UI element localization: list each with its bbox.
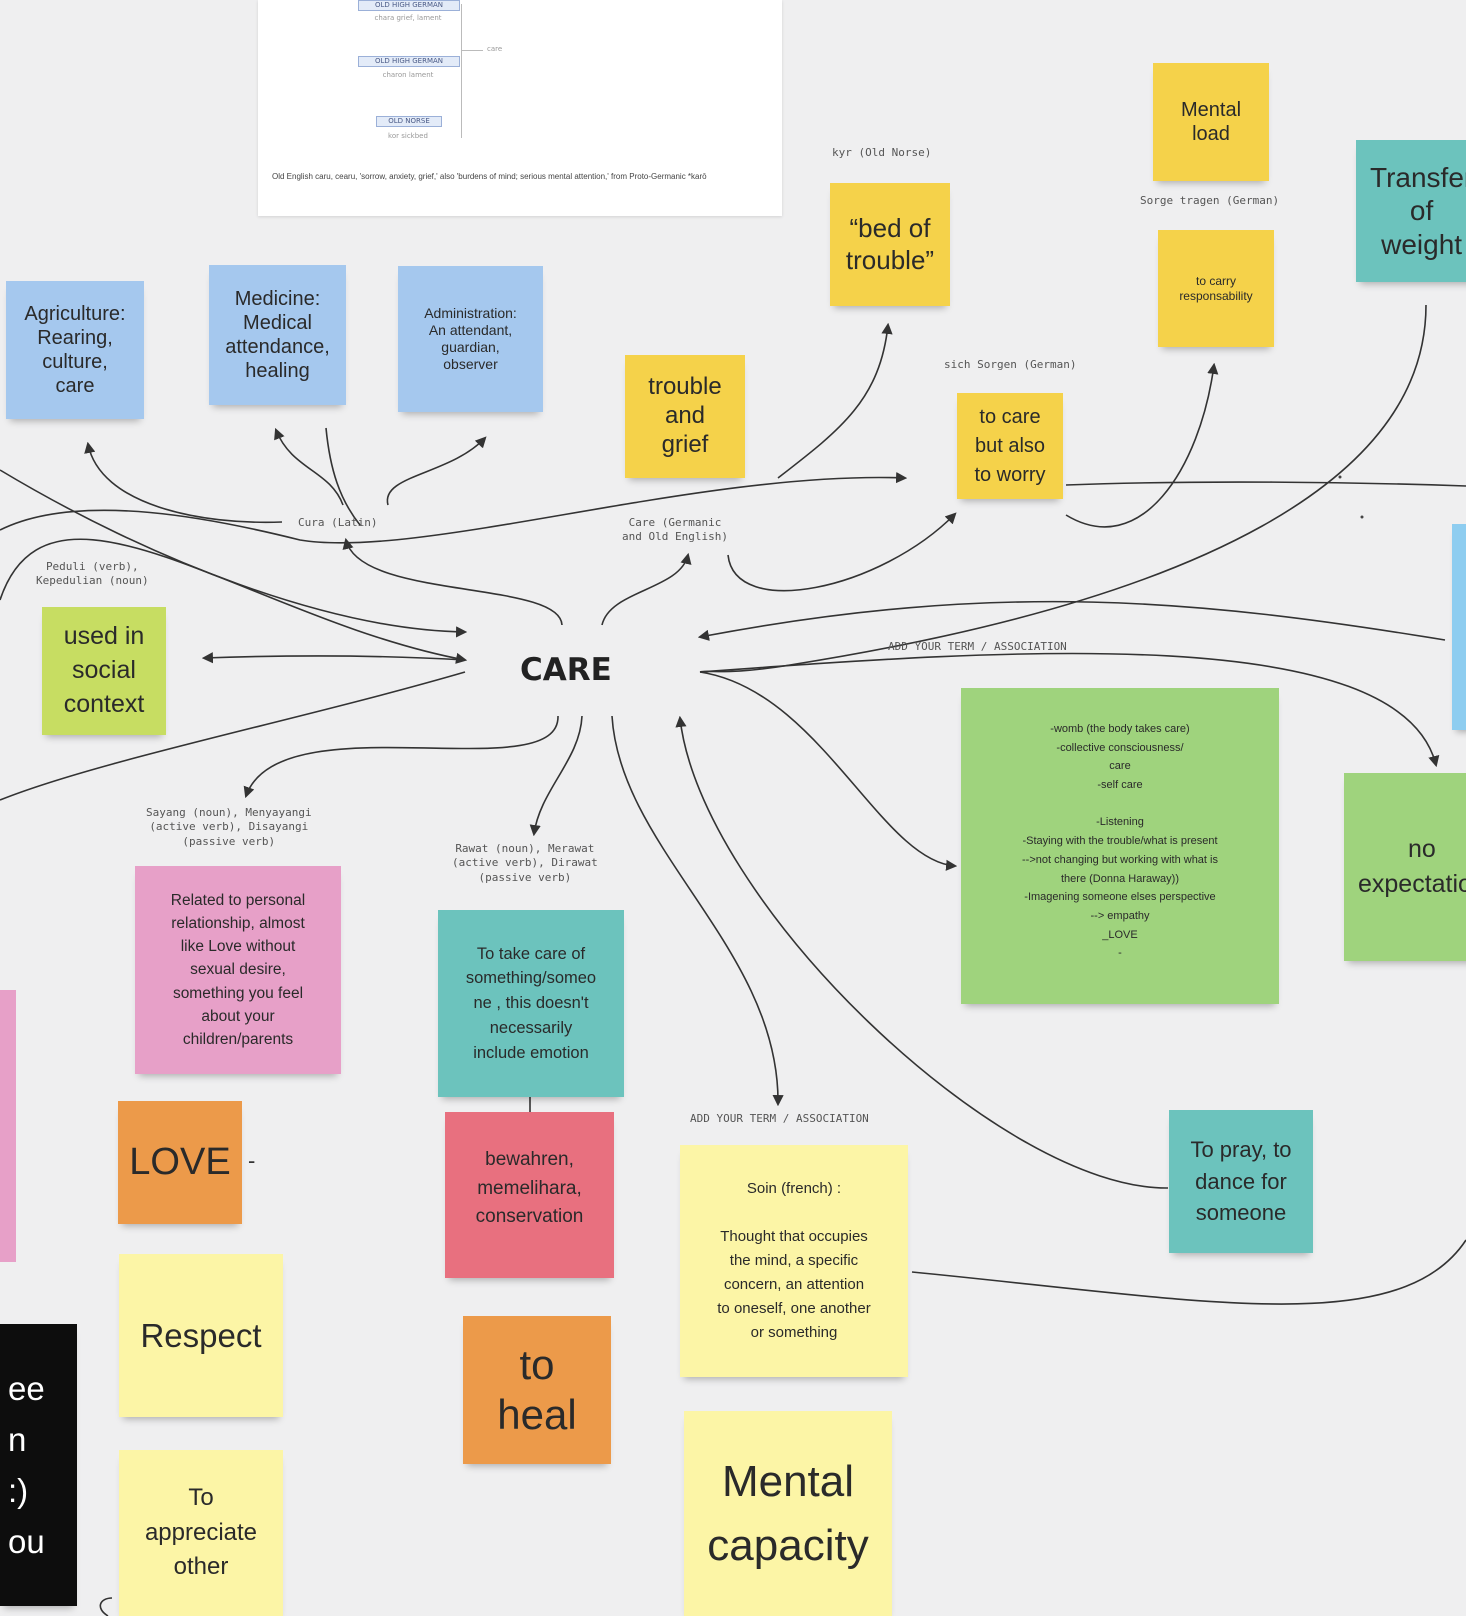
label-rawat: Rawat (noun), Merawat (active verb), Dir…	[452, 842, 598, 884]
central-term-care: CARE	[520, 652, 612, 688]
note-text: Administration: An attendant, guardian, …	[424, 305, 517, 372]
note-bewahren[interactable]: bewahren, memelihara, conservation	[445, 1112, 614, 1278]
label-add-term-right: ADD YOUR TERM / ASSOCIATION	[888, 640, 1067, 653]
note-mental-load[interactable]: Mental load	[1153, 63, 1269, 181]
note-agriculture[interactable]: Agriculture: Rearing, culture, care	[6, 281, 144, 419]
label-sich-sorgen: sich Sorgen (German)	[944, 358, 1077, 371]
note-used-social-context[interactable]: used in social context	[42, 607, 166, 735]
note-text: Soin (french) : Thought that occupies th…	[717, 1180, 871, 1341]
note-trouble-grief[interactable]: trouble and grief	[625, 355, 745, 478]
note-care-and-worry[interactable]: to care but also to worry	[957, 393, 1063, 499]
note-blue-partial[interactable]	[1452, 524, 1466, 730]
etymology-connector	[461, 4, 462, 138]
note-womb-list[interactable]: -womb (the body takes care) -collective …	[961, 688, 1279, 1004]
etymology-sub: charon lament	[382, 71, 434, 79]
note-text: Agriculture: Rearing, culture, care	[24, 303, 126, 397]
note-appreciate-other[interactable]: To appreciate other	[119, 1450, 283, 1616]
note-soin-french[interactable]: Soin (french) : Thought that occupies th…	[680, 1145, 908, 1377]
note-text: used in social context	[63, 622, 145, 718]
label-peduli: Peduli (verb), Kepedulian (noun)	[36, 560, 149, 588]
etymology-card: OLD HIGH GERMAN chara grief, lament OLD …	[258, 0, 782, 216]
note-text: Mental load	[1180, 99, 1242, 145]
note-take-care[interactable]: To take care of something/someo ne , thi…	[438, 910, 624, 1097]
note-medicine[interactable]: Medicine: Medical attendance, healing	[209, 265, 346, 405]
note-administration[interactable]: Administration: An attendant, guardian, …	[398, 266, 543, 412]
note-text: To appreciate other	[144, 1483, 258, 1581]
note-text: to carry responsability	[1179, 274, 1253, 303]
note-mental-capacity[interactable]: Mental capacity	[684, 1411, 892, 1616]
note-text: To take care of something/someo ne , thi…	[465, 944, 597, 1062]
label-kyr: kyr (Old Norse)	[832, 146, 932, 159]
note-text: ee n :) ou	[8, 1369, 45, 1561]
etymology-box: OLD HIGH GERMAN	[358, 56, 460, 67]
note-no-expectation[interactable]: no expectation	[1344, 773, 1466, 961]
label-sorge-tragen: Sorge tragen (German)	[1140, 194, 1280, 207]
note-text: to heal	[497, 1340, 577, 1438]
note-related-personal[interactable]: Related to personal relationship, almost…	[135, 866, 341, 1074]
etymology-caption: Old English caru, cearu, 'sorrow, anxiet…	[272, 172, 707, 181]
note-text: “bed of trouble”	[845, 213, 935, 275]
note-pink-partial[interactable]	[0, 990, 16, 1262]
label-add-term-bottom: ADD YOUR TERM / ASSOCIATION	[690, 1112, 869, 1125]
etymology-connector	[461, 50, 483, 51]
note-bed-of-trouble[interactable]: “bed of trouble”	[830, 183, 950, 306]
note-text: Related to personal relationship, almost…	[170, 891, 306, 1049]
note-respect[interactable]: Respect	[119, 1254, 283, 1417]
note-transfer-of-weight[interactable]: Transfer of weight	[1356, 140, 1466, 282]
note-text: -womb (the body takes care) -collective …	[1022, 723, 1218, 960]
label-cura-latin: Cura (Latin)	[298, 516, 378, 529]
etymology-side-label: care	[487, 45, 503, 53]
etymology-sub: kor sickbed	[388, 132, 428, 140]
etymology-box: OLD NORSE	[376, 116, 442, 127]
note-to-heal[interactable]: to heal	[463, 1316, 611, 1464]
etymology-box: OLD HIGH GERMAN	[358, 0, 460, 11]
label-sayang: Sayang (noun), Menyayangi (active verb),…	[146, 806, 312, 848]
note-pray-dance[interactable]: To pray, to dance for someone	[1169, 1110, 1313, 1253]
etymology-sub: chara grief, lament	[374, 14, 442, 22]
note-love[interactable]: LOVE	[118, 1101, 242, 1224]
note-carry-responsibility[interactable]: to carry responsability	[1158, 230, 1274, 347]
note-text: LOVE	[129, 1140, 231, 1183]
note-text: Mental capacity	[707, 1456, 869, 1570]
note-text: Respect	[140, 1316, 262, 1354]
love-dash-mark: -	[248, 1148, 256, 1173]
note-text: no expectation	[1358, 835, 1466, 898]
label-care-germanic: Care (Germanic and Old English)	[622, 516, 728, 544]
note-text: To pray, to dance for someone	[1190, 1136, 1292, 1226]
note-text: Transfer of weight	[1370, 161, 1466, 260]
note-text: to care but also to worry	[974, 405, 1046, 486]
note-text: trouble and grief	[648, 373, 722, 458]
note-black-partial[interactable]: ee n :) ou	[0, 1324, 77, 1606]
note-text: bewahren, memelihara, conservation	[475, 1149, 584, 1227]
note-text: Medicine: Medical attendance, healing	[225, 288, 330, 382]
